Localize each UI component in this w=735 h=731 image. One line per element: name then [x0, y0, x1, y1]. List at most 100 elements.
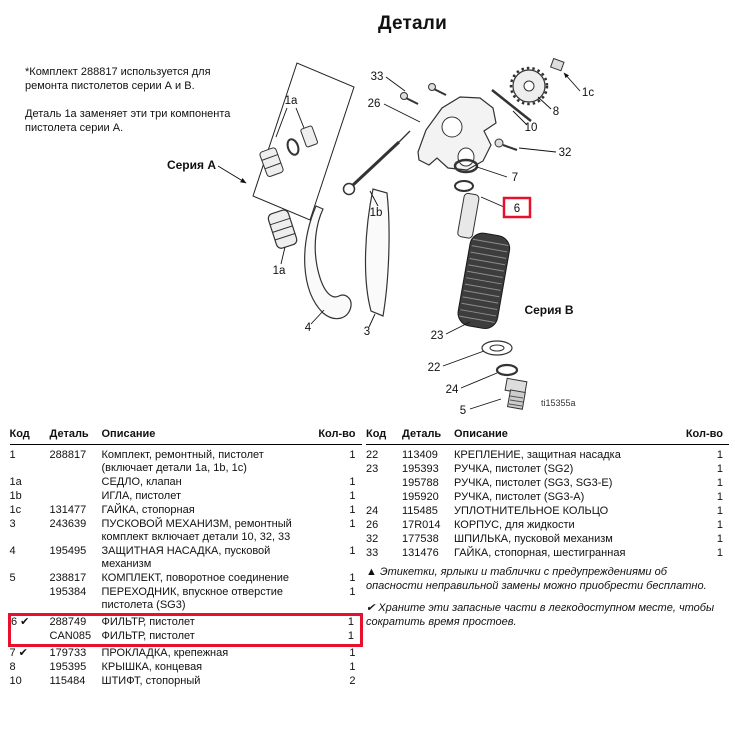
table-header-row: Код Деталь Описание Кол-во	[366, 428, 729, 445]
end-cap-part	[509, 66, 549, 106]
cell-code: 24	[366, 505, 379, 517]
cell-desc: КРЕПЛЕНИЕ, защитная насадка	[454, 449, 621, 461]
cell-part: 131477	[49, 504, 87, 516]
cell-code: 32	[366, 533, 379, 545]
cell-desc: РУЧКА, пистолет (SG3-A)	[454, 491, 585, 503]
callout-6: 6	[514, 203, 520, 215]
cell-desc: ЗАЩИТНАЯ НАСАДКА, пусковой механизм	[101, 545, 271, 570]
callout-22: 22	[428, 362, 441, 374]
cell-code	[8, 629, 50, 647]
leader-lines	[280, 72, 581, 410]
cell-code: 23	[366, 463, 379, 475]
cell-desc: ПРОКЛАДКА, крепежная	[101, 647, 229, 659]
cell-part: 288817	[49, 449, 87, 461]
cell-qty: 1	[349, 647, 356, 659]
callout-8: 8	[553, 106, 559, 118]
cell-part: 177538	[402, 533, 439, 545]
callout-1b: 1b	[370, 207, 383, 219]
cell-qty: 1	[349, 490, 356, 502]
cell-part	[50, 476, 102, 490]
repair-kit-note: *Комплект 288817 используется для ремонт…	[25, 66, 211, 92]
inlet-coupler-part	[267, 209, 298, 249]
lock-nut-part	[549, 57, 565, 72]
cell-desc: ШПИЛЬКА, пусковой механизм	[454, 533, 613, 545]
cell-part: 195393	[402, 463, 439, 475]
fluid-body-part	[417, 96, 497, 171]
callout-4: 4	[305, 322, 312, 334]
header-part: Деталь	[402, 428, 454, 445]
cell-desc: УПЛОТНИТЕЛЬНОЕ КОЛЬЦО	[454, 505, 609, 517]
cell-desc: ПУСКОВОЙ МЕХАНИЗМ, ремонтный комплект вк…	[101, 518, 292, 543]
cell-qty: 1	[716, 449, 723, 461]
ring-component	[286, 138, 300, 156]
cell-qty: 1	[716, 505, 723, 517]
callout-5: 5	[460, 405, 466, 417]
cell-code: 1c	[9, 504, 22, 516]
series-a-label: Серия А	[166, 158, 216, 172]
replacement-note: Деталь 1a заменяет эти три компонента пи…	[25, 108, 231, 134]
header-code: Код	[366, 428, 402, 445]
cell-code	[10, 586, 50, 615]
callout-24: 24	[446, 384, 459, 396]
cell-qty: 1	[349, 449, 356, 461]
filter-part	[457, 192, 480, 239]
series-a-parts-box: 1a	[252, 62, 355, 221]
callout-26: 26	[368, 98, 381, 110]
cell-part: 179733	[49, 647, 87, 659]
callout-7: 7	[512, 172, 518, 184]
cell-code	[366, 477, 402, 491]
cell-qty: 2	[349, 675, 356, 687]
swivel-fitting-part	[504, 377, 528, 410]
cell-part: 17R014	[402, 519, 441, 531]
cell-part: 195788	[402, 477, 439, 489]
screw-part	[400, 83, 447, 105]
header-description: Описание	[101, 428, 312, 445]
cell-code: 6 ✔	[8, 612, 50, 630]
trigger-guard-part	[304, 205, 352, 320]
cell-code: 10	[9, 675, 22, 687]
cell-code	[366, 491, 402, 505]
cell-qty: 1	[311, 612, 363, 630]
cell-part	[50, 490, 102, 504]
header-description: Описание	[454, 428, 684, 445]
parts-table-row: 23 195393 РУЧКА, пистолет (SG2) 1	[366, 463, 729, 477]
cell-desc: ШТИФТ, стопорный	[101, 675, 201, 687]
cell-qty: 1	[716, 463, 723, 475]
header-code: Код	[9, 428, 50, 445]
cell-qty: 1	[349, 572, 356, 584]
callout-33: 33	[371, 71, 384, 83]
cell-part: 238817	[49, 572, 87, 584]
cell-part: 195384	[49, 586, 87, 598]
cell-qty: 1	[349, 476, 356, 488]
exploded-view-diagram: 1a	[217, 57, 594, 417]
cell-qty: 1	[716, 547, 723, 559]
callout-1a-box: 1a	[285, 95, 298, 107]
cell-code: 4	[9, 545, 16, 557]
cell-code: 3	[9, 518, 16, 530]
page-title: Детали	[378, 13, 447, 34]
callout-23: 23	[431, 330, 444, 342]
cell-desc: СЕДЛО, клапан	[101, 476, 182, 488]
header-qty: Кол-во	[684, 428, 729, 445]
cell-qty: 1	[716, 519, 723, 531]
handle-grip-part	[457, 232, 511, 330]
cell-desc: РУЧКА, пистолет (SG3, SG3-E)	[454, 477, 613, 489]
cell-desc: РУЧКА, пистолет (SG2)	[454, 463, 574, 475]
cell-code: 33	[366, 547, 379, 559]
cell-desc: ГАЙКА, стопорная, шестигранная	[454, 547, 626, 559]
callout-32: 32	[559, 147, 572, 159]
